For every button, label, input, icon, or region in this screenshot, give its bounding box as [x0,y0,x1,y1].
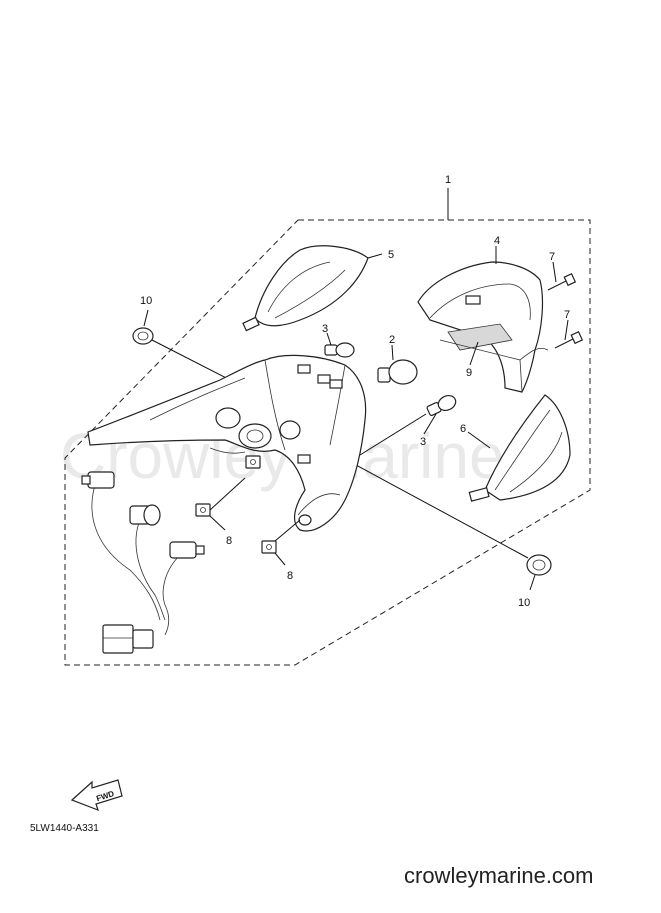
leader-line-2 [391,344,394,361]
side-lens-part-6[interactable] [468,394,571,502]
grommet-part-10a[interactable] [132,327,154,345]
callout-3b: 3 [420,436,426,448]
bulb-socket-part-3a[interactable] [324,342,355,358]
bulb-socket-part-3b[interactable] [426,393,458,417]
leader-line-5 [367,253,383,259]
callout-7a: 7 [549,251,555,263]
clip-nut-part-8-top[interactable] [245,455,261,469]
leader-line-6 [467,431,491,449]
screw-part-7b[interactable] [554,330,584,349]
leader-line-10b [529,574,536,591]
leader-line-9 [469,341,479,366]
leader-line-8a [209,515,226,531]
clip-nut-part-8b[interactable] [261,540,277,554]
lens-part-5[interactable] [242,245,369,332]
callout-3a: 3 [322,323,328,335]
leader-line-8b [274,552,286,566]
clip-nut-part-8a[interactable] [195,503,211,517]
leader-line-3b-axis [359,413,427,456]
callout-2: 2 [389,334,395,346]
taillight-housing[interactable] [87,354,367,532]
grommet-part-10b[interactable] [526,554,552,576]
leader-line-8b-axis [274,519,301,542]
callout-6: 6 [460,423,466,435]
diagram-code: 5LW1440-A331 [30,823,99,834]
leader-line-7b [564,319,569,341]
assembly-boundary [64,219,591,666]
callout-5: 5 [388,249,394,261]
site-url[interactable]: crowleymarine.com [404,863,594,888]
fwd-arrow-icon: FWD [70,779,123,812]
callout-10b: 10 [518,597,530,609]
leader-line-7a [552,261,557,283]
callout-9: 9 [466,367,472,379]
taillight-lens-part-4[interactable] [417,261,549,393]
callout-1: 1 [445,174,451,186]
screw-part-7a[interactable] [547,272,577,291]
callout-7b: 7 [564,309,570,321]
callout-8b: 8 [287,570,293,582]
leader-line-10a [143,309,149,327]
bulb-part-2[interactable] [377,359,418,385]
callout-4: 4 [494,235,500,247]
leader-line-3a [326,332,332,346]
callout-8a: 8 [226,535,232,547]
callout-10a: 10 [140,295,152,307]
leader-line-8a-axis [209,477,246,511]
wiring-harness[interactable] [81,471,205,654]
leader-line-3b [423,413,437,435]
